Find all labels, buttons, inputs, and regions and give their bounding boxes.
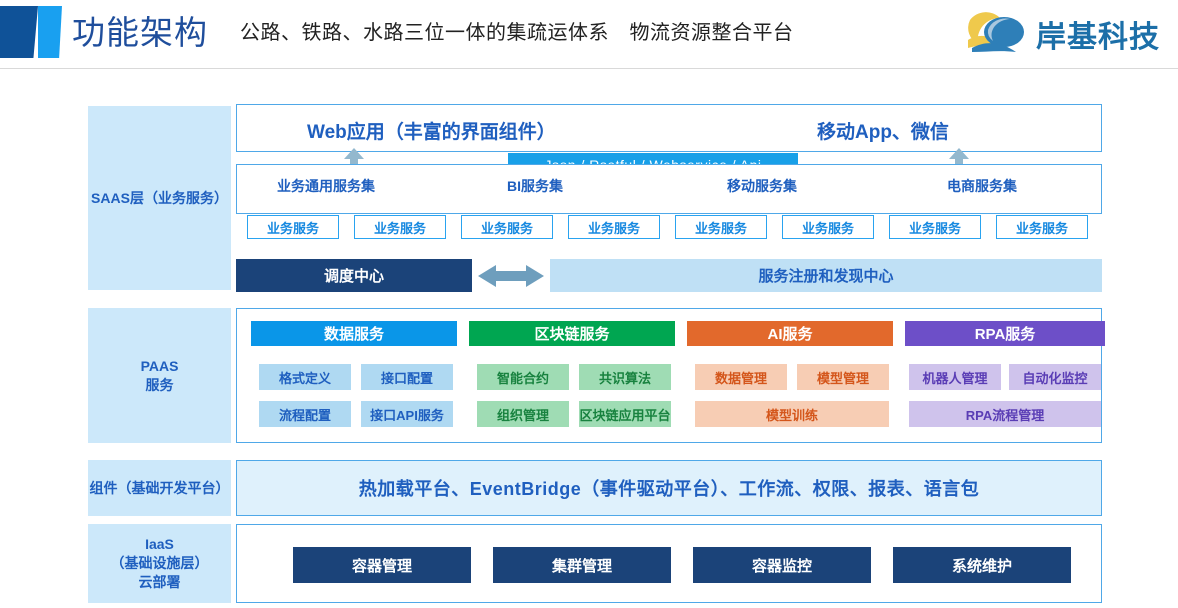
service-group-label-0: 业务通用服务集 [277,178,375,194]
page-subtitle: 公路、铁路、水路三位一体的集疏运体系 物流资源整合平台 [240,22,794,44]
layer-label-component: 组件（基础开发平台） [88,460,231,516]
paas-item-model-management[interactable]: 模型管理 [797,364,889,390]
service-box-row: 业务服务 业务服务 业务服务 业务服务 业务服务 业务服务 业务服务 业务服务 [247,215,1093,261]
paas-label-line1: PAAS [140,357,179,374]
brand-name: 岸基科技 [1036,21,1160,54]
service-group-label-1: BI服务集 [507,178,563,194]
service-group-label-3: 电商服务集 [947,178,1017,194]
paas-item-smart-contract[interactable]: 智能合约 [477,364,569,390]
component-layer-content: 热加载平台、EventBridge（事件驱动平台）、工作流、权限、报表、语言包 [358,479,980,499]
paas-item-interface-config[interactable]: 接口配置 [361,364,453,390]
service-box[interactable]: 业务服务 [675,215,767,239]
paas-item-robot-management[interactable]: 机器人管理 [909,364,1001,390]
iaas-layer-panel: 容器管理 集群管理 容器监控 系统维护 [236,524,1102,603]
logo-bars-icon [0,6,62,58]
paas-column-header-blockchain[interactable]: 区块链服务 [469,321,675,346]
page-header: 功能架构 公路、铁路、水路三位一体的集疏运体系 物流资源整合平台 岸基科技 [0,0,1178,68]
paas-item-data-management[interactable]: 数据管理 [695,364,787,390]
service-box[interactable]: 业务服务 [889,215,981,239]
paas-column-header-ai[interactable]: AI服务 [687,321,893,346]
paas-item-org-management[interactable]: 组织管理 [477,401,569,427]
iaas-item-container-monitor[interactable]: 容器监控 [693,547,871,583]
component-layer-panel: 热加载平台、EventBridge（事件驱动平台）、工作流、权限、报表、语言包 [236,460,1102,516]
iaas-label-line2: （基础设施层） [110,555,209,571]
paas-item-auto-monitor[interactable]: 自动化监控 [1009,364,1101,390]
layer-label-saas: SAAS层（业务服务） [88,106,231,290]
service-box[interactable]: 业务服务 [247,215,339,239]
iaas-label-line1: IaaS [145,536,174,552]
service-box[interactable]: 业务服务 [354,215,446,239]
brand-logo-group: 岸基科技 [966,8,1160,60]
iaas-label-line3: 云部署 [138,574,181,590]
paas-item-api-service[interactable]: 接口API服务 [361,401,453,427]
layer-label-iaas: IaaS （基础设施层） 云部署 [88,524,231,603]
service-box[interactable]: 业务服务 [461,215,553,239]
layer-label-paas: PAAS 服务 [88,308,231,443]
service-box[interactable]: 业务服务 [568,215,660,239]
paas-item-process-config[interactable]: 流程配置 [259,401,351,427]
iaas-item-system-maintenance[interactable]: 系统维护 [893,547,1071,583]
architecture-diagram: SAAS层（业务服务） PAAS 服务 组件（基础开发平台） IaaS （基础设… [0,68,1178,608]
app-web-label: Web应用（丰富的界面组件） [307,122,556,143]
company-logo-icon [968,12,1024,52]
service-box[interactable]: 业务服务 [996,215,1088,239]
paas-item-format-define[interactable]: 格式定义 [259,364,351,390]
paas-item-consensus[interactable]: 共识算法 [579,364,671,390]
service-group-label-2: 移动服务集 [727,178,797,194]
paas-item-rpa-process[interactable]: RPA流程管理 [909,401,1101,427]
paas-label-line2: 服务 [145,376,174,393]
iaas-item-container-management[interactable]: 容器管理 [293,547,471,583]
paas-item-blockchain-app[interactable]: 区块链应用平台 [579,401,671,427]
paas-item-model-training[interactable]: 模型训练 [695,401,889,427]
paas-panel: 数据服务 区块链服务 AI服务 RPA服务 格式定义 接口配置 流程配置 接口A… [236,308,1105,443]
app-mobile-label: 移动App、微信 [817,122,949,143]
application-bar: Web应用（丰富的界面组件） 移动App、微信 [236,104,1102,152]
registry-center-box[interactable]: 服务注册和发现中心 [550,259,1102,292]
header-divider [0,68,1178,69]
scheduling-center-box[interactable]: 调度中心 [236,259,472,292]
paas-column-header-data[interactable]: 数据服务 [251,321,457,346]
service-set-panel: 业务通用服务集 BI服务集 移动服务集 电商服务集 业务服务 业务服务 业务服务… [236,164,1102,239]
iaas-item-cluster-management[interactable]: 集群管理 [493,547,671,583]
paas-column-header-rpa[interactable]: RPA服务 [905,321,1105,346]
page-title: 功能架构 [72,14,208,51]
arrow-leftright-icon [478,265,544,287]
service-box[interactable]: 业务服务 [782,215,874,239]
